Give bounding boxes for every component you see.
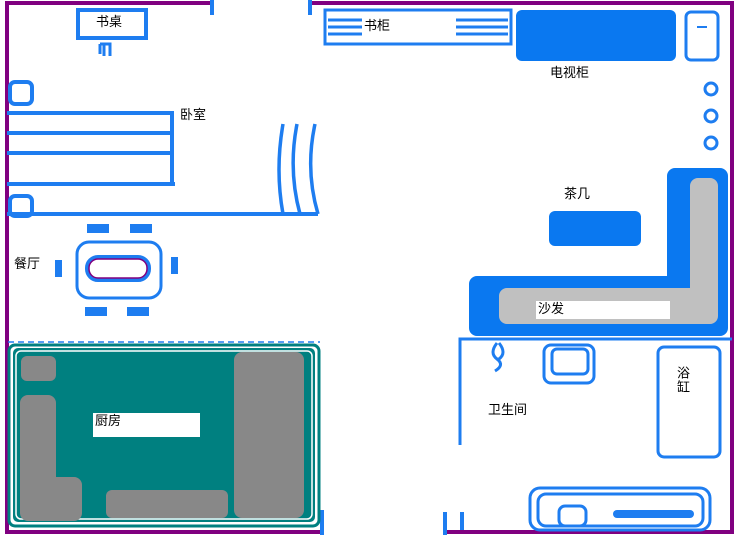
tv-cabinet	[516, 10, 676, 61]
tea-table	[549, 211, 641, 246]
curtain	[277, 123, 320, 215]
bathroom-label: 卫生间	[488, 403, 528, 418]
kitchen-label: 厨房	[93, 413, 200, 437]
tv-cabinet-label: 电视柜	[550, 66, 590, 81]
bedroom-label: 卧室	[180, 108, 207, 123]
sofa	[469, 168, 728, 336]
wall-lamps	[703, 81, 719, 151]
bookcase-label: 书柜	[364, 19, 391, 34]
outer-walls	[5, 0, 734, 535]
dining-table	[55, 224, 178, 316]
tea-table-label: 茶几	[564, 187, 591, 202]
speaker	[684, 10, 720, 62]
sofa-label: 沙发	[536, 301, 670, 319]
desk	[76, 8, 148, 56]
dining-label: 餐厅	[14, 257, 41, 272]
bookcase	[323, 8, 513, 46]
desk-label: 书桌	[96, 15, 123, 30]
bed	[7, 80, 318, 218]
bathroom	[458, 337, 732, 532]
bathtub-label: 浴缸	[674, 366, 689, 394]
